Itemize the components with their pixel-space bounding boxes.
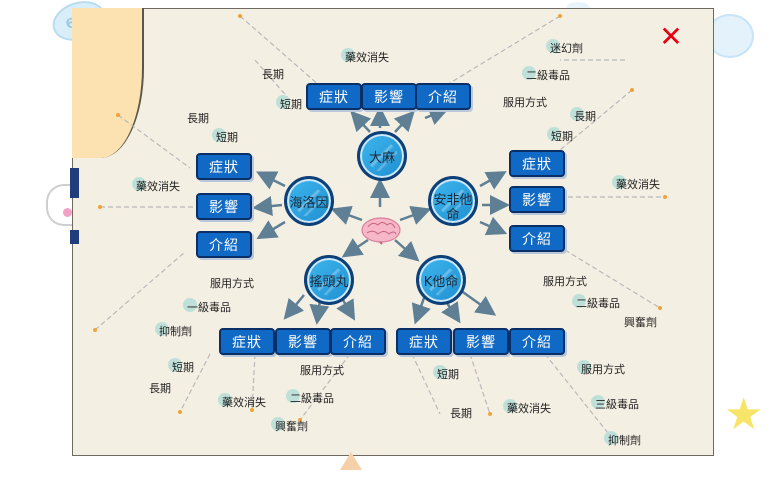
brain-icon[interactable] (360, 215, 402, 245)
ecstasy-effects-button[interactable]: 影響 (275, 328, 331, 355)
hub-label: 海洛因 (289, 195, 329, 211)
tag-long-term: 長期 (187, 112, 209, 125)
amphetamine-intro-button[interactable]: 介紹 (509, 225, 565, 252)
tag-stimulant: 興奮劑 (624, 316, 657, 329)
heroin-symptoms-button[interactable]: 症狀 (196, 153, 252, 180)
hub-ketamine[interactable]: K他命 (416, 255, 466, 305)
tag-class2-drug: 二級毒品 (286, 389, 334, 405)
tag-usage: 服用方式 (300, 364, 344, 377)
ring-decoration (46, 184, 72, 226)
tag-short-term: 短期 (276, 95, 302, 111)
tag-class2-drug: 二級毒品 (572, 294, 620, 310)
heroin-effects-button[interactable]: 影響 (196, 193, 252, 220)
marijuana-intro-button[interactable]: 介紹 (415, 83, 471, 110)
tag-drug-loss-effect: 藥效消失 (218, 393, 266, 409)
tag-usage: 服用方式 (543, 275, 587, 288)
hub-ecstasy[interactable]: 搖頭丸 (304, 255, 354, 305)
tag-usage: 服用方式 (577, 360, 625, 376)
heroin-intro-button[interactable]: 介紹 (196, 231, 252, 258)
tag-drug-loss-effect: 藥效消失 (503, 399, 551, 415)
tag-short-term: 短期 (212, 128, 238, 144)
amphetamine-effects-button[interactable]: 影響 (509, 186, 565, 213)
tag-usage: 服用方式 (210, 277, 254, 290)
side-tab-decoration (70, 168, 79, 198)
hub-heroin[interactable]: 海洛因 (284, 176, 334, 226)
tag-depressant: 抑制劑 (604, 431, 641, 447)
ketamine-effects-button[interactable]: 影響 (453, 328, 509, 355)
ketamine-symptoms-button[interactable]: 症狀 (396, 328, 452, 355)
tag-short-term: 短期 (433, 365, 459, 381)
hub-label: 大麻 (368, 150, 395, 166)
tag-short-term: 短期 (168, 358, 194, 374)
tag-depressant: 抑制劑 (155, 322, 192, 338)
ecstasy-symptoms-button[interactable]: 症狀 (219, 328, 275, 355)
close-icon[interactable]: ✕ (659, 20, 683, 53)
tag-class3-drug: 三級毒品 (591, 395, 639, 411)
tag-long-term: 長期 (262, 68, 284, 81)
tag-drug-loss-effect: 藥效消失 (612, 175, 660, 191)
side-tab-decoration-2 (70, 230, 79, 244)
tag-hallucinogen: 迷幻劑 (546, 39, 583, 55)
tag-long-term: 長期 (570, 107, 596, 123)
tag-long-term: 長期 (450, 407, 472, 420)
tag-stimulant: 興奮劑 (271, 417, 308, 433)
hub-marijuana[interactable]: 大麻 (357, 131, 407, 181)
dot-decoration (63, 208, 72, 217)
star-decoration: ★ (724, 389, 764, 440)
tag-usage: 服用方式 (503, 96, 547, 109)
ketamine-intro-button[interactable]: 介紹 (509, 328, 565, 355)
hub-label: 搖頭丸 (309, 274, 349, 290)
tag-short-term: 短期 (547, 127, 573, 143)
amphetamine-symptoms-button[interactable]: 症狀 (509, 150, 565, 177)
tag-drug-loss-effect: 藥效消失 (132, 177, 180, 193)
hub-label: K他命 (423, 274, 459, 290)
tag-class2-drug: 二級毒品 (522, 66, 570, 82)
tag-class1-drug: 一級毒品 (183, 298, 231, 314)
tag-long-term: 長期 (149, 382, 171, 395)
marijuana-effects-button[interactable]: 影響 (361, 83, 417, 110)
hub-amphetamine[interactable]: 安非他命 (428, 176, 478, 226)
marijuana-symptoms-button[interactable]: 症狀 (306, 83, 362, 110)
hub-label: 安非他命 (433, 193, 473, 223)
ecstasy-intro-button[interactable]: 介紹 (330, 328, 386, 355)
tag-drug-loss-effect: 藥效消失 (341, 48, 389, 64)
